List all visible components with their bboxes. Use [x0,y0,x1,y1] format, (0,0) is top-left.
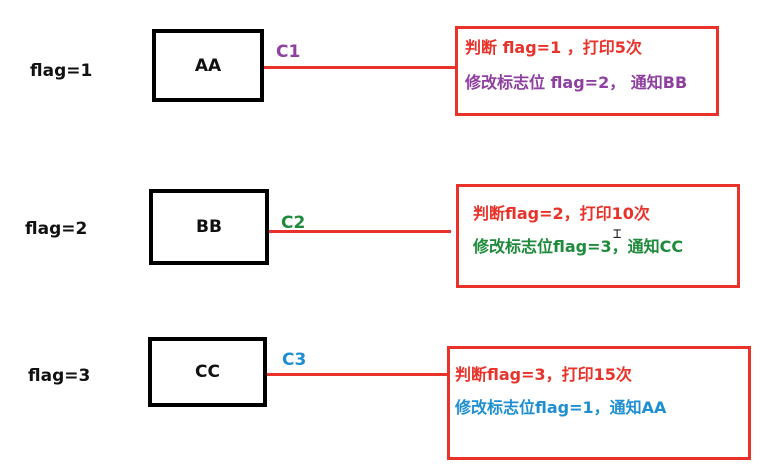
thread-label-bb: BB [196,217,222,237]
thread-label-aa: AA [194,55,222,76]
thread-box-bb: BB [149,189,269,265]
note-3-line-1: 判断flag=3，打印15次 [455,365,632,384]
condition-label-c1: C1 [276,42,301,62]
condition-label-c2: C2 [281,213,306,233]
note-box-3 [447,346,751,460]
note-box-2 [456,184,740,288]
flag-label-1: flag=1 [30,61,93,81]
connector-line-3 [267,373,450,376]
note-box-1 [455,26,719,116]
condition-label-c3: C3 [282,350,307,370]
note-1-line-1: 判断 flag=1 ，打印5次 [465,38,642,57]
connector-line-1 [264,66,456,69]
flag-label-3: flag=3 [28,366,91,386]
connector-line-2 [269,230,451,233]
note-2-line-2: 修改标志位flag=3，通知CC [473,237,684,256]
note-3-line-2: 修改标志位flag=1，通知AA [455,398,667,417]
thread-box-cc: CC [148,337,267,407]
thread-label-cc: CC [195,362,220,382]
flag-label-2: flag=2 [25,219,88,239]
text-cursor-icon: ⌶ [613,226,622,242]
note-1-line-2: 修改标志位 flag=2， 通知BB [465,73,688,92]
note-2-line-1: 判断flag=2，打印10次 [473,204,650,223]
thread-box-aa: AA [152,29,264,102]
